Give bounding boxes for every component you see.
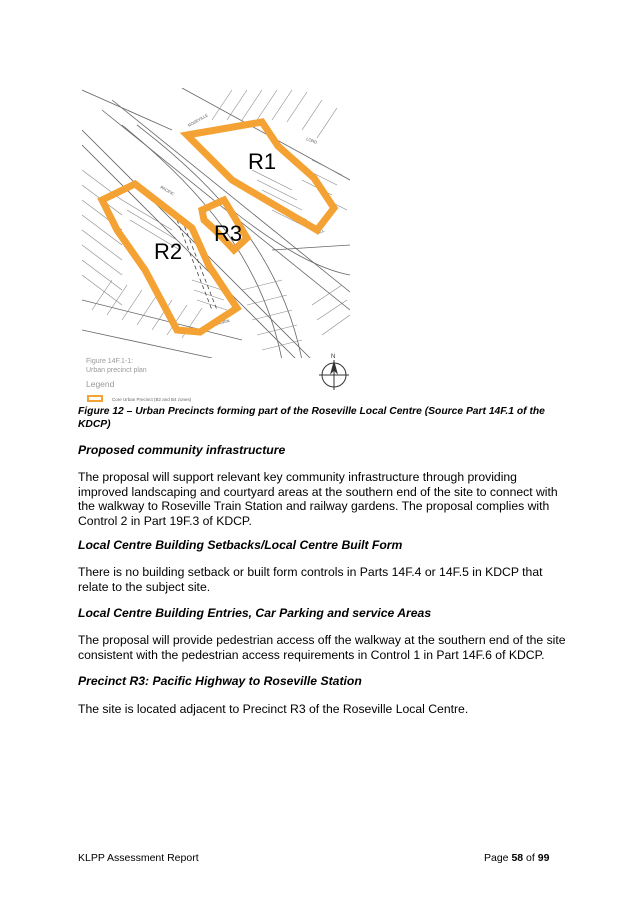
- section-body: There is no building setback or built fo…: [78, 565, 543, 594]
- section-heading: Precinct R3: Pacific Highway to Rosevill…: [78, 674, 362, 688]
- section-body: The proposal will support relevant key c…: [78, 470, 558, 528]
- urban-precinct-map: ROSEVILLE PACIFIC MACLAURIN LORD HILL R1…: [82, 70, 352, 405]
- current-page: 58: [511, 852, 524, 864]
- legend-swatch: [87, 395, 103, 402]
- page-of: of: [523, 852, 538, 864]
- section-body: The site is located adjacent to Precinct…: [78, 702, 469, 716]
- street-label: HILL: [315, 227, 325, 235]
- north-arrow-icon: [319, 360, 349, 390]
- legend-title: Legend: [86, 379, 115, 389]
- section-heading: Local Centre Building Entries, Car Parki…: [78, 606, 432, 620]
- figure-caption: Figure 12 – Urban Precincts forming part…: [78, 406, 545, 430]
- region-label-r3: R3: [214, 221, 242, 246]
- north-label: N: [331, 354, 335, 360]
- precinct-r1-outline: [179, 118, 339, 235]
- region-label-r1: R1: [248, 149, 276, 174]
- precinct-r2-outline: [97, 179, 242, 336]
- street-label: PACIFIC: [160, 185, 176, 197]
- footer-page-number: Page 58 of 99: [484, 852, 549, 864]
- region-label-r2: R2: [154, 239, 182, 264]
- legend-item: Core Urban Precinct (B2 and B4 zones): [112, 397, 192, 402]
- page-prefix: Page: [484, 852, 512, 864]
- section-body: The proposal will provide pedestrian acc…: [78, 633, 566, 662]
- section-heading: Local Centre Building Setbacks/Local Cen…: [78, 538, 403, 552]
- inset-caption: Figure 14F.1-1:: [86, 358, 133, 365]
- precinct-map-svg: ROSEVILLE PACIFIC MACLAURIN LORD HILL R1…: [82, 88, 350, 402]
- street-label: ROSEVILLE: [187, 112, 209, 128]
- precinct-r3-outline: [198, 195, 252, 255]
- footer-report-title: KLPP Assessment Report: [78, 852, 199, 864]
- inset-caption: Urban precinct plan: [86, 367, 147, 374]
- total-pages: 99: [537, 852, 550, 864]
- street-label: LORD: [306, 136, 318, 145]
- section-heading: Proposed community infrastructure: [78, 443, 286, 457]
